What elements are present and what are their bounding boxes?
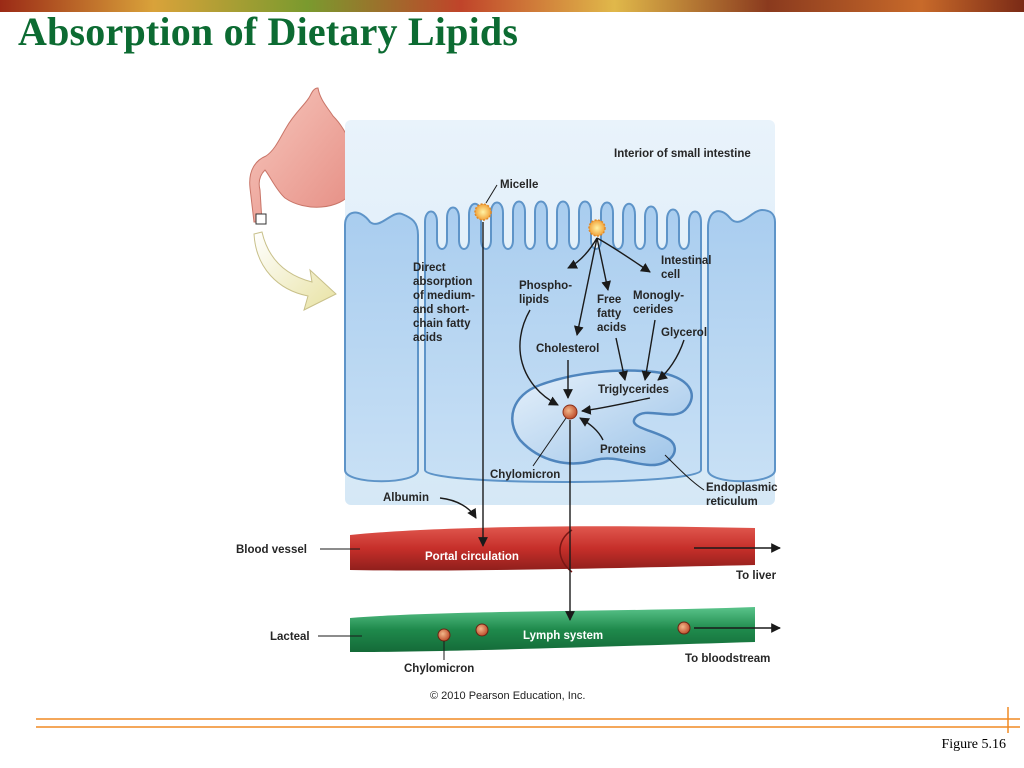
label-intestinal-cell: Intestinal cell	[661, 255, 715, 281]
label-micelle: Micelle	[500, 179, 538, 191]
micelle-icon	[474, 203, 492, 221]
figure-number: Figure 5.16	[941, 737, 1006, 752]
label-cholesterol: Cholesterol	[536, 343, 599, 355]
label-direct-absorption: Direct absorption of medium- and short- …	[413, 262, 478, 344]
detail-box-icon	[255, 213, 267, 225]
stomach-illustration	[249, 87, 357, 225]
label-chylomicron-cell: Chylomicron	[490, 469, 560, 481]
lymph-vessel	[350, 607, 755, 652]
label-portal-circulation: Portal circulation	[425, 551, 519, 563]
label-lacteal: Lacteal	[270, 631, 310, 643]
slide-title: Absorption of Dietary Lipids	[18, 9, 519, 54]
label-to-liver: To liver	[736, 570, 777, 582]
chylomicron-icon	[437, 628, 451, 642]
chylomicron-icon	[562, 404, 578, 420]
micelle-icon	[588, 219, 606, 237]
label-blood-vessel: Blood vessel	[236, 544, 307, 556]
label-interior: Interior of small intestine	[614, 148, 751, 160]
endoplasmic-reticulum	[511, 369, 693, 467]
top-banner	[0, 0, 1024, 12]
copyright-notice: © 2010 Pearson Education, Inc.	[430, 690, 585, 702]
label-lymph-system: Lymph system	[523, 630, 603, 642]
arrows	[318, 184, 781, 660]
label-glycerol: Glycerol	[661, 327, 707, 339]
chylomicron-icon	[475, 623, 489, 637]
label-proteins: Proteins	[600, 444, 646, 456]
label-triglycerides: Triglycerides	[598, 384, 669, 396]
zoom-arrow-icon	[253, 231, 337, 311]
label-free-fatty-acids: Free fatty acids	[597, 294, 626, 334]
label-chylomicron-lymph: Chylomicron	[404, 663, 474, 675]
label-phospholipids: Phospho- lipids	[519, 280, 575, 306]
label-to-bloodstream: To bloodstream	[685, 653, 770, 665]
label-monoglycerides: Monogly- cerides	[633, 290, 687, 316]
label-endoplasmic-reticulum: Endoplasmic reticulum	[706, 482, 781, 508]
footer-rule	[36, 707, 1020, 733]
chylomicron-icon	[677, 621, 691, 635]
blood-vessel	[350, 526, 755, 573]
label-albumin: Albumin	[383, 492, 429, 504]
